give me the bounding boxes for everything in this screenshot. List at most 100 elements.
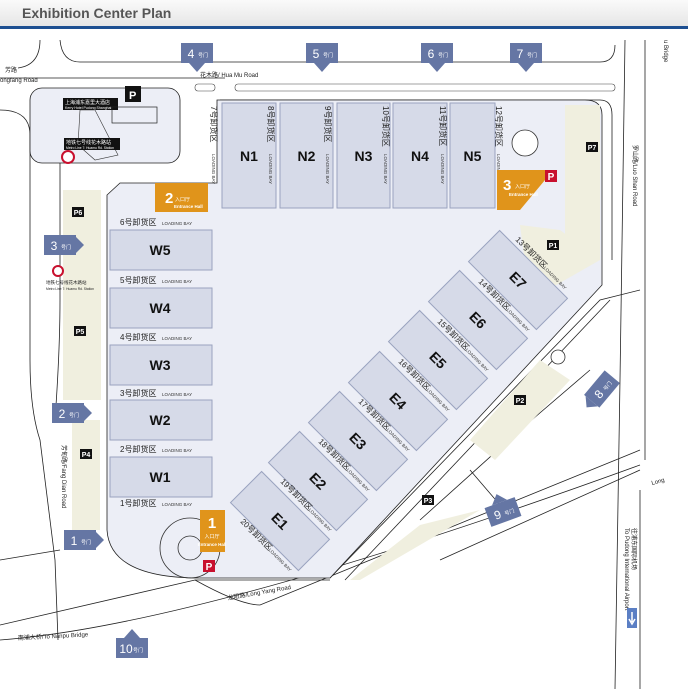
svg-text:号门: 号门 bbox=[527, 52, 537, 59]
metro-station-top[interactable]: 地铁七号线花木路站 Metro Line 7: Huamu Rd. Statio… bbox=[61, 138, 120, 164]
arrow-icon bbox=[189, 63, 205, 72]
parking-p4[interactable]: P4 bbox=[80, 449, 92, 459]
svg-text:P7: P7 bbox=[588, 145, 597, 152]
svg-text:号门: 号门 bbox=[81, 539, 91, 546]
svg-text:LOADING BAY: LOADING BAY bbox=[162, 502, 192, 507]
road-labels: 花木路/ Hua Mu Road 芳路 ongfang Road 芳甸路/Fan… bbox=[0, 40, 668, 642]
hall-e6[interactable]: E6 bbox=[427, 269, 529, 371]
hall-e3[interactable]: E3 bbox=[307, 390, 409, 492]
hall-label: N5 bbox=[464, 148, 482, 164]
hall-label: N2 bbox=[298, 148, 316, 164]
hall-e1[interactable]: E1 bbox=[229, 470, 331, 572]
hall-w1[interactable]: W1 bbox=[109, 456, 213, 498]
arrow-icon bbox=[585, 396, 598, 408]
svg-text:Metro Line 7: Huamu Rd. Statio: Metro Line 7: Huamu Rd. Station bbox=[66, 146, 114, 150]
svg-text:10: 10 bbox=[119, 642, 133, 656]
svg-text:Entrance Hall: Entrance Hall bbox=[198, 542, 227, 547]
svg-text:6号卸货区: 6号卸货区 bbox=[120, 217, 156, 227]
exhibition-map[interactable]: 上海浦东嘉里大酒店 Kerry Hotel Pudong Shanghai P … bbox=[0, 29, 688, 689]
svg-text:P5: P5 bbox=[76, 329, 85, 336]
svg-text:芳路: 芳路 bbox=[5, 66, 17, 74]
arrow-icon bbox=[124, 629, 140, 638]
hall-n4[interactable]: N4 bbox=[392, 102, 448, 209]
svg-text:Entrance Hall: Entrance Hall bbox=[509, 192, 538, 197]
hall-n2[interactable]: N2 bbox=[279, 102, 334, 209]
parking-p5[interactable]: P5 bbox=[74, 326, 86, 336]
svg-text:3: 3 bbox=[51, 239, 58, 253]
svg-text:号门: 号门 bbox=[133, 647, 143, 654]
parking-p1[interactable]: P1 bbox=[547, 240, 559, 250]
parking-icon bbox=[125, 86, 141, 102]
parking-p3[interactable]: P3 bbox=[422, 495, 434, 505]
parking-p7[interactable]: P7 bbox=[586, 142, 598, 152]
svg-text:花木路/ Hua Mu Road: 花木路/ Hua Mu Road bbox=[200, 71, 258, 79]
svg-text:号门: 号门 bbox=[198, 52, 208, 59]
svg-text:10号卸货区: 10号卸货区 bbox=[381, 106, 391, 147]
metro-icon bbox=[52, 265, 64, 277]
hall-e7[interactable]: E7 bbox=[467, 229, 569, 331]
hall-e2[interactable]: E2 bbox=[267, 430, 369, 532]
svg-text:LOADING BAY: LOADING BAY bbox=[325, 154, 330, 184]
hall-label: N3 bbox=[355, 148, 373, 164]
svg-text:LOADING BAY: LOADING BAY bbox=[162, 448, 192, 453]
hall-e4[interactable]: E4 bbox=[347, 350, 449, 452]
svg-text:LOADING BAY: LOADING BAY bbox=[162, 221, 192, 226]
svg-text:5: 5 bbox=[313, 47, 320, 61]
hall-e5[interactable]: E5 bbox=[387, 309, 489, 411]
svg-text:2号卸货区: 2号卸货区 bbox=[120, 444, 156, 454]
arrow-icon bbox=[96, 532, 104, 548]
hall-n3[interactable]: N3 bbox=[336, 102, 391, 209]
svg-text:号门: 号门 bbox=[69, 412, 79, 419]
hall-label: N1 bbox=[240, 148, 258, 164]
hall-w3[interactable]: W3 bbox=[109, 344, 213, 386]
svg-text:6: 6 bbox=[428, 47, 435, 61]
hall-n1[interactable]: N1 bbox=[221, 102, 277, 209]
svg-text:5号卸货区: 5号卸货区 bbox=[120, 275, 156, 285]
hall-w5[interactable]: W5 bbox=[109, 229, 213, 271]
fountain-icon bbox=[511, 129, 539, 157]
svg-text:4: 4 bbox=[188, 47, 195, 61]
svg-text:地铁七号线花木路站: 地铁七号线花木路站 bbox=[66, 139, 111, 146]
arrow-icon bbox=[429, 63, 445, 72]
hall-label: W1 bbox=[150, 469, 171, 485]
svg-text:11号卸货区: 11号卸货区 bbox=[438, 106, 448, 146]
arrow-icon bbox=[314, 63, 330, 72]
svg-text:Entrance Hall: Entrance Hall bbox=[174, 204, 203, 209]
svg-text:南浦大桥/To Nanpu Bridge: 南浦大桥/To Nanpu Bridge bbox=[18, 630, 89, 642]
svg-text:1: 1 bbox=[71, 534, 78, 548]
parking-p6[interactable]: P6 bbox=[72, 207, 84, 217]
hall-w2[interactable]: W2 bbox=[109, 399, 213, 441]
page-title: Exhibition Center Plan bbox=[22, 5, 172, 21]
metro-station-left[interactable]: 地铁七号线花木路站 Metro Line 7: Huamu Rd. Statio… bbox=[46, 265, 94, 291]
hall-w4[interactable]: W4 bbox=[109, 287, 213, 329]
kerry-hotel[interactable]: 上海浦东嘉里大酒店 Kerry Hotel Pudong Shanghai P bbox=[63, 86, 158, 161]
svg-text:P2: P2 bbox=[516, 398, 525, 405]
header-bar: Exhibition Center Plan bbox=[0, 0, 688, 29]
hall-n5[interactable]: N5 bbox=[449, 102, 496, 209]
parking-p2[interactable]: P2 bbox=[514, 395, 526, 405]
svg-text:2: 2 bbox=[59, 407, 66, 421]
svg-text:LOADING BAY: LOADING BAY bbox=[268, 154, 273, 184]
svg-text:号门: 号门 bbox=[61, 244, 71, 251]
gate-8[interactable]: 8号门 bbox=[579, 370, 620, 413]
svg-text:1号卸货区: 1号卸货区 bbox=[120, 498, 156, 508]
svg-text:上海浦东嘉里大酒店: 上海浦东嘉里大酒店 bbox=[65, 99, 110, 106]
svg-text:1: 1 bbox=[208, 515, 216, 532]
svg-text:4号卸货区: 4号卸货区 bbox=[120, 332, 156, 342]
